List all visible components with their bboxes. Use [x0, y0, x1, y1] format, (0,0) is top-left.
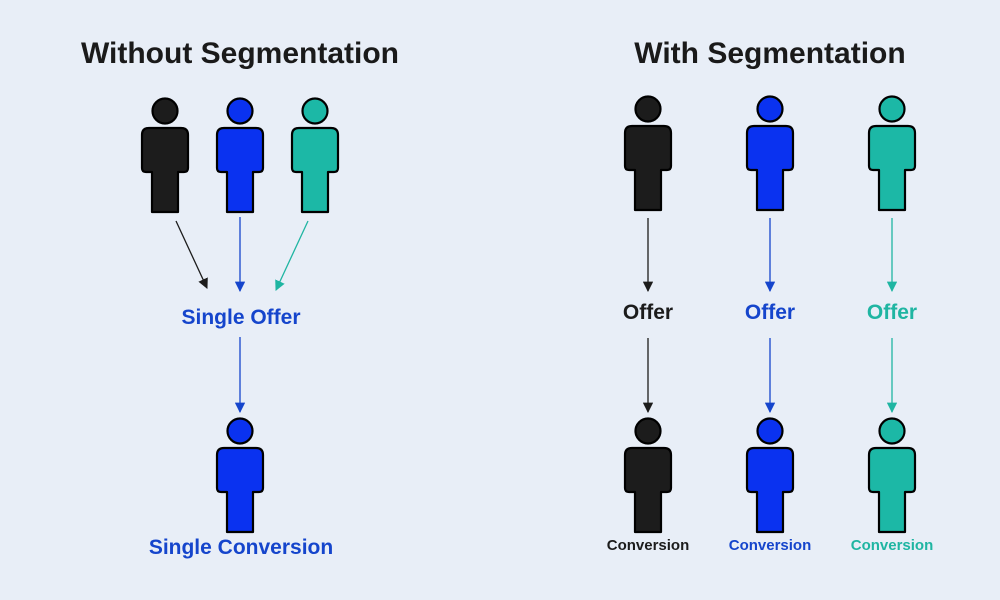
- right-panel-title: With Segmentation: [634, 37, 905, 70]
- person-icon-conversion-black: [623, 417, 673, 534]
- conversion-label-black: Conversion: [607, 537, 690, 554]
- offer-label-black: Offer: [623, 301, 673, 324]
- single-conversion-label: Single Conversion: [149, 536, 333, 559]
- left-people-group: [140, 97, 340, 214]
- right-segments-group: OfferConversionOfferConversionOfferConve…: [607, 95, 934, 554]
- conversion-label-blue: Conversion: [729, 537, 812, 554]
- person-icon-segment-blue: [745, 95, 795, 212]
- single-conversion-person: [215, 417, 265, 534]
- offer-label-blue: Offer: [745, 301, 795, 324]
- arrow-teal-to-single-offer: [275, 220, 309, 291]
- conversion-label-teal: Conversion: [851, 537, 934, 554]
- offer-label-teal: Offer: [867, 301, 917, 324]
- person-icon-conversion-teal: [867, 417, 917, 534]
- person-icon-single-conversion: [215, 417, 265, 534]
- person-icon-segment-teal: [867, 95, 917, 212]
- person-icon-left-black: [140, 97, 190, 214]
- single-offer-label: Single Offer: [181, 306, 300, 329]
- person-icon-segment-black: [623, 95, 673, 212]
- arrow-black-to-single-offer: [175, 220, 208, 289]
- left-panel-title: Without Segmentation: [81, 37, 399, 70]
- person-icon-conversion-blue: [745, 417, 795, 534]
- person-icon-left-blue: [215, 97, 265, 214]
- person-icon-left-teal: [290, 97, 340, 214]
